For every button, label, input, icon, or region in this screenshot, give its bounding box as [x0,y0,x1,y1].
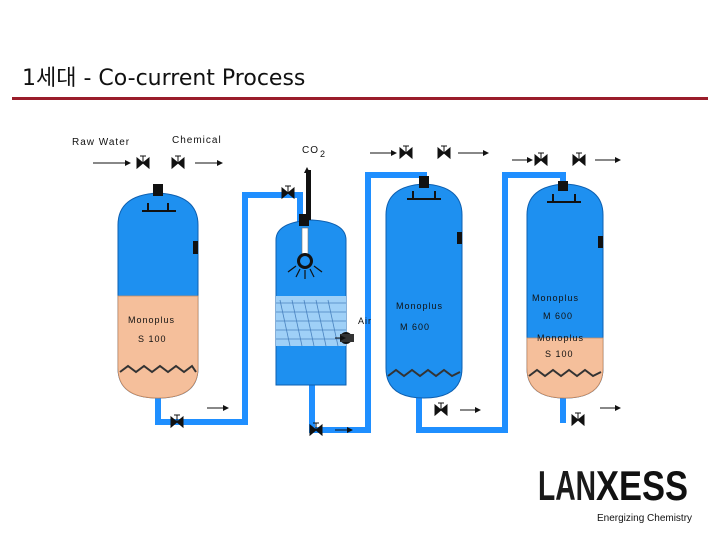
valve-icon [534,152,548,167]
chemical-label: Chemical [172,135,222,146]
resin-bed-4 [526,337,604,399]
vessel-2 [275,170,354,386]
logo-word-left: LAN [538,462,596,509]
vessel-1 [117,184,199,399]
flow-arrows [93,150,621,433]
valve-icon [434,402,448,417]
slide-title: 1세대 - Co-current Process [22,66,306,91]
co2-subscript: 2 [320,149,326,159]
vessel-4-top-resin-label: Monoplus [532,293,579,303]
valve-icon [136,155,150,170]
valve-icon [309,422,323,437]
valve-icon [170,414,184,429]
vessel-4-bottom-grade-label: S 100 [545,349,574,359]
vessel-1-resin-label: Monoplus [128,315,175,325]
lanxess-logo: LAN XESS Energizing Chemistry [538,462,692,524]
vessel-3-resin-label: Monoplus [396,301,443,311]
valve-icon [281,185,295,200]
vessel-3-grade-label: M 600 [400,322,430,332]
logo-tagline: Energizing Chemistry [597,513,692,524]
logo-word-right: XESS [596,462,688,509]
vessel-4-bottom-resin-label: Monoplus [537,333,584,343]
resin-bed-1 [117,295,199,399]
vessel-4 [526,181,604,399]
pipe-v3-to-v4 [416,172,566,433]
title-underline [12,97,708,100]
co2-vent [306,170,311,220]
vessel-3 [385,176,463,399]
pipe-v1-bottom [155,192,303,425]
co2-label: CO [302,145,319,156]
valve-icon [437,145,451,160]
valve-icon [171,155,185,170]
valves [136,145,586,437]
valve-icon [571,412,585,427]
valve-icon [572,152,586,167]
pipes [155,172,566,433]
vessel-1-grade-label: S 100 [138,334,167,344]
valve-icon [399,145,413,160]
raw-water-label: Raw Water [72,137,130,148]
labels: Raw Water Chemical CO 2 Air Monoplus S 1… [72,135,584,359]
vessel-4-top-grade-label: M 600 [543,311,573,321]
vessel-1-top-nozzle [153,184,163,196]
air-label: Air [358,316,372,326]
